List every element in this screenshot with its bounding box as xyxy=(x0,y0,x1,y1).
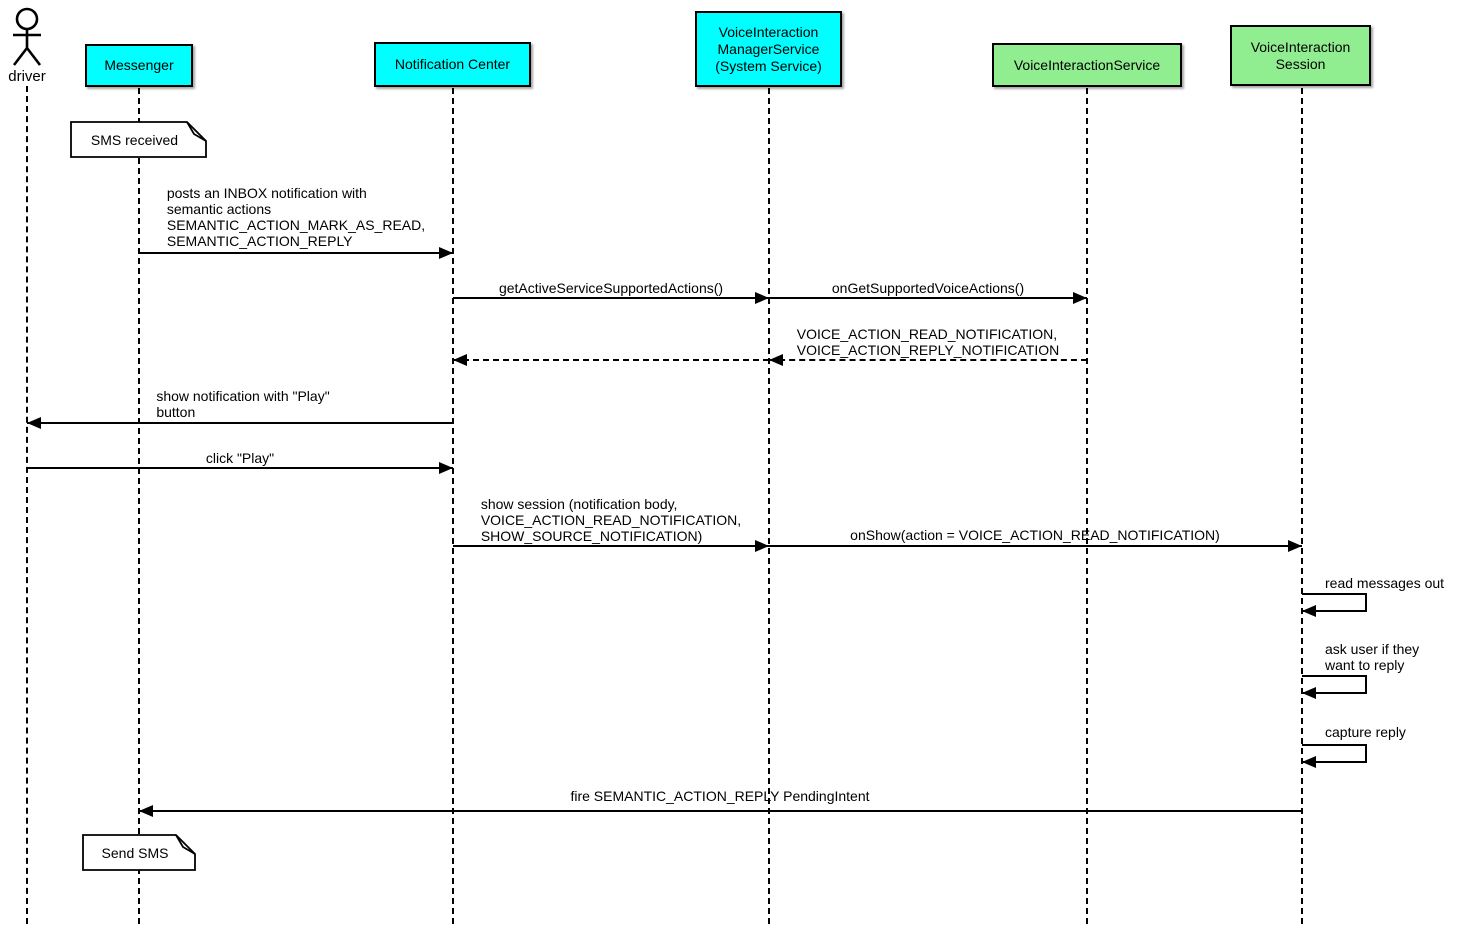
lifeline-notification-center xyxy=(452,88,454,924)
lifeline-messenger xyxy=(138,88,140,924)
arrowhead-left-icon xyxy=(1302,605,1316,617)
note-text: SMS received xyxy=(90,131,179,148)
message-label-fire-pending-intent: fire SEMANTIC_ACTION_REPLY PendingIntent xyxy=(570,788,870,804)
message-label-capture-reply: capture reply xyxy=(1325,724,1406,740)
note-send-sms: Send SMS xyxy=(82,834,196,871)
participant-notification-center: Notification Center xyxy=(374,42,531,87)
message-label-show-session: show session (notification body, VOICE_A… xyxy=(480,496,742,544)
message-label-voice-actions-return: VOICE_ACTION_READ_NOTIFICATION, VOICE_AC… xyxy=(796,326,1060,358)
message-label-ask-user-reply: ask user if they want to reply xyxy=(1325,641,1420,673)
actor-icon xyxy=(12,7,42,66)
arrowhead-left-icon xyxy=(453,354,467,366)
participant-voice-interaction-manager-service: VoiceInteraction ManagerService (System … xyxy=(695,11,842,87)
message-line xyxy=(139,252,453,254)
self-message-loop xyxy=(1302,744,1367,763)
message-line xyxy=(139,810,1302,812)
arrowhead-right-icon xyxy=(1073,292,1087,304)
note-shape xyxy=(70,121,207,158)
message-label-get-active-service-supported-actions: getActiveServiceSupportedActions() xyxy=(498,280,724,296)
message-label-on-get-supported-voice-actions: onGetSupportedVoiceActions() xyxy=(831,280,1025,296)
message-line xyxy=(453,545,769,547)
message-line xyxy=(769,297,1087,299)
lifeline-driver xyxy=(26,86,28,924)
message-label-posts-inbox: posts an INBOX notification with semanti… xyxy=(166,185,426,249)
lifeline-voice-interaction-service xyxy=(1086,88,1088,924)
note-sms-received: SMS received xyxy=(70,121,207,158)
message-line xyxy=(27,422,453,424)
message-label-show-notification: show notification with "Play" button xyxy=(156,388,330,420)
arrowhead-right-icon xyxy=(755,540,769,552)
message-label-read-messages-out: read messages out xyxy=(1325,575,1445,591)
arrowhead-left-icon xyxy=(27,417,41,429)
message-line-dashed xyxy=(769,359,1087,361)
arrowhead-left-icon xyxy=(1302,756,1316,768)
arrowhead-right-icon xyxy=(439,247,453,259)
lifeline-voice-interaction-manager-service xyxy=(768,88,770,924)
message-label-on-show: onShow(action = VOICE_ACTION_READ_NOTIFI… xyxy=(850,527,1220,543)
message-line-dashed xyxy=(453,359,769,361)
participant-voice-interaction-service: VoiceInteractionService xyxy=(992,43,1182,87)
self-message-loop xyxy=(1302,593,1367,612)
arrowhead-left-icon xyxy=(769,354,783,366)
message-line xyxy=(453,297,769,299)
note-shape xyxy=(82,834,196,871)
arrowhead-left-icon xyxy=(1302,687,1316,699)
participant-messenger: Messenger xyxy=(85,44,193,87)
note-text: Send SMS xyxy=(101,844,169,861)
lifeline-voice-interaction-session xyxy=(1301,88,1303,924)
participant-voice-interaction-session: VoiceInteraction Session xyxy=(1230,25,1371,86)
message-line xyxy=(769,545,1302,547)
message-line xyxy=(27,467,453,469)
arrowhead-right-icon xyxy=(1288,540,1302,552)
self-message-loop xyxy=(1302,675,1367,694)
arrowhead-right-icon xyxy=(439,462,453,474)
actor-label: driver xyxy=(8,68,46,85)
message-label-click-play: click "Play" xyxy=(205,450,275,466)
arrowhead-left-icon xyxy=(139,805,153,817)
arrowhead-right-icon xyxy=(755,292,769,304)
